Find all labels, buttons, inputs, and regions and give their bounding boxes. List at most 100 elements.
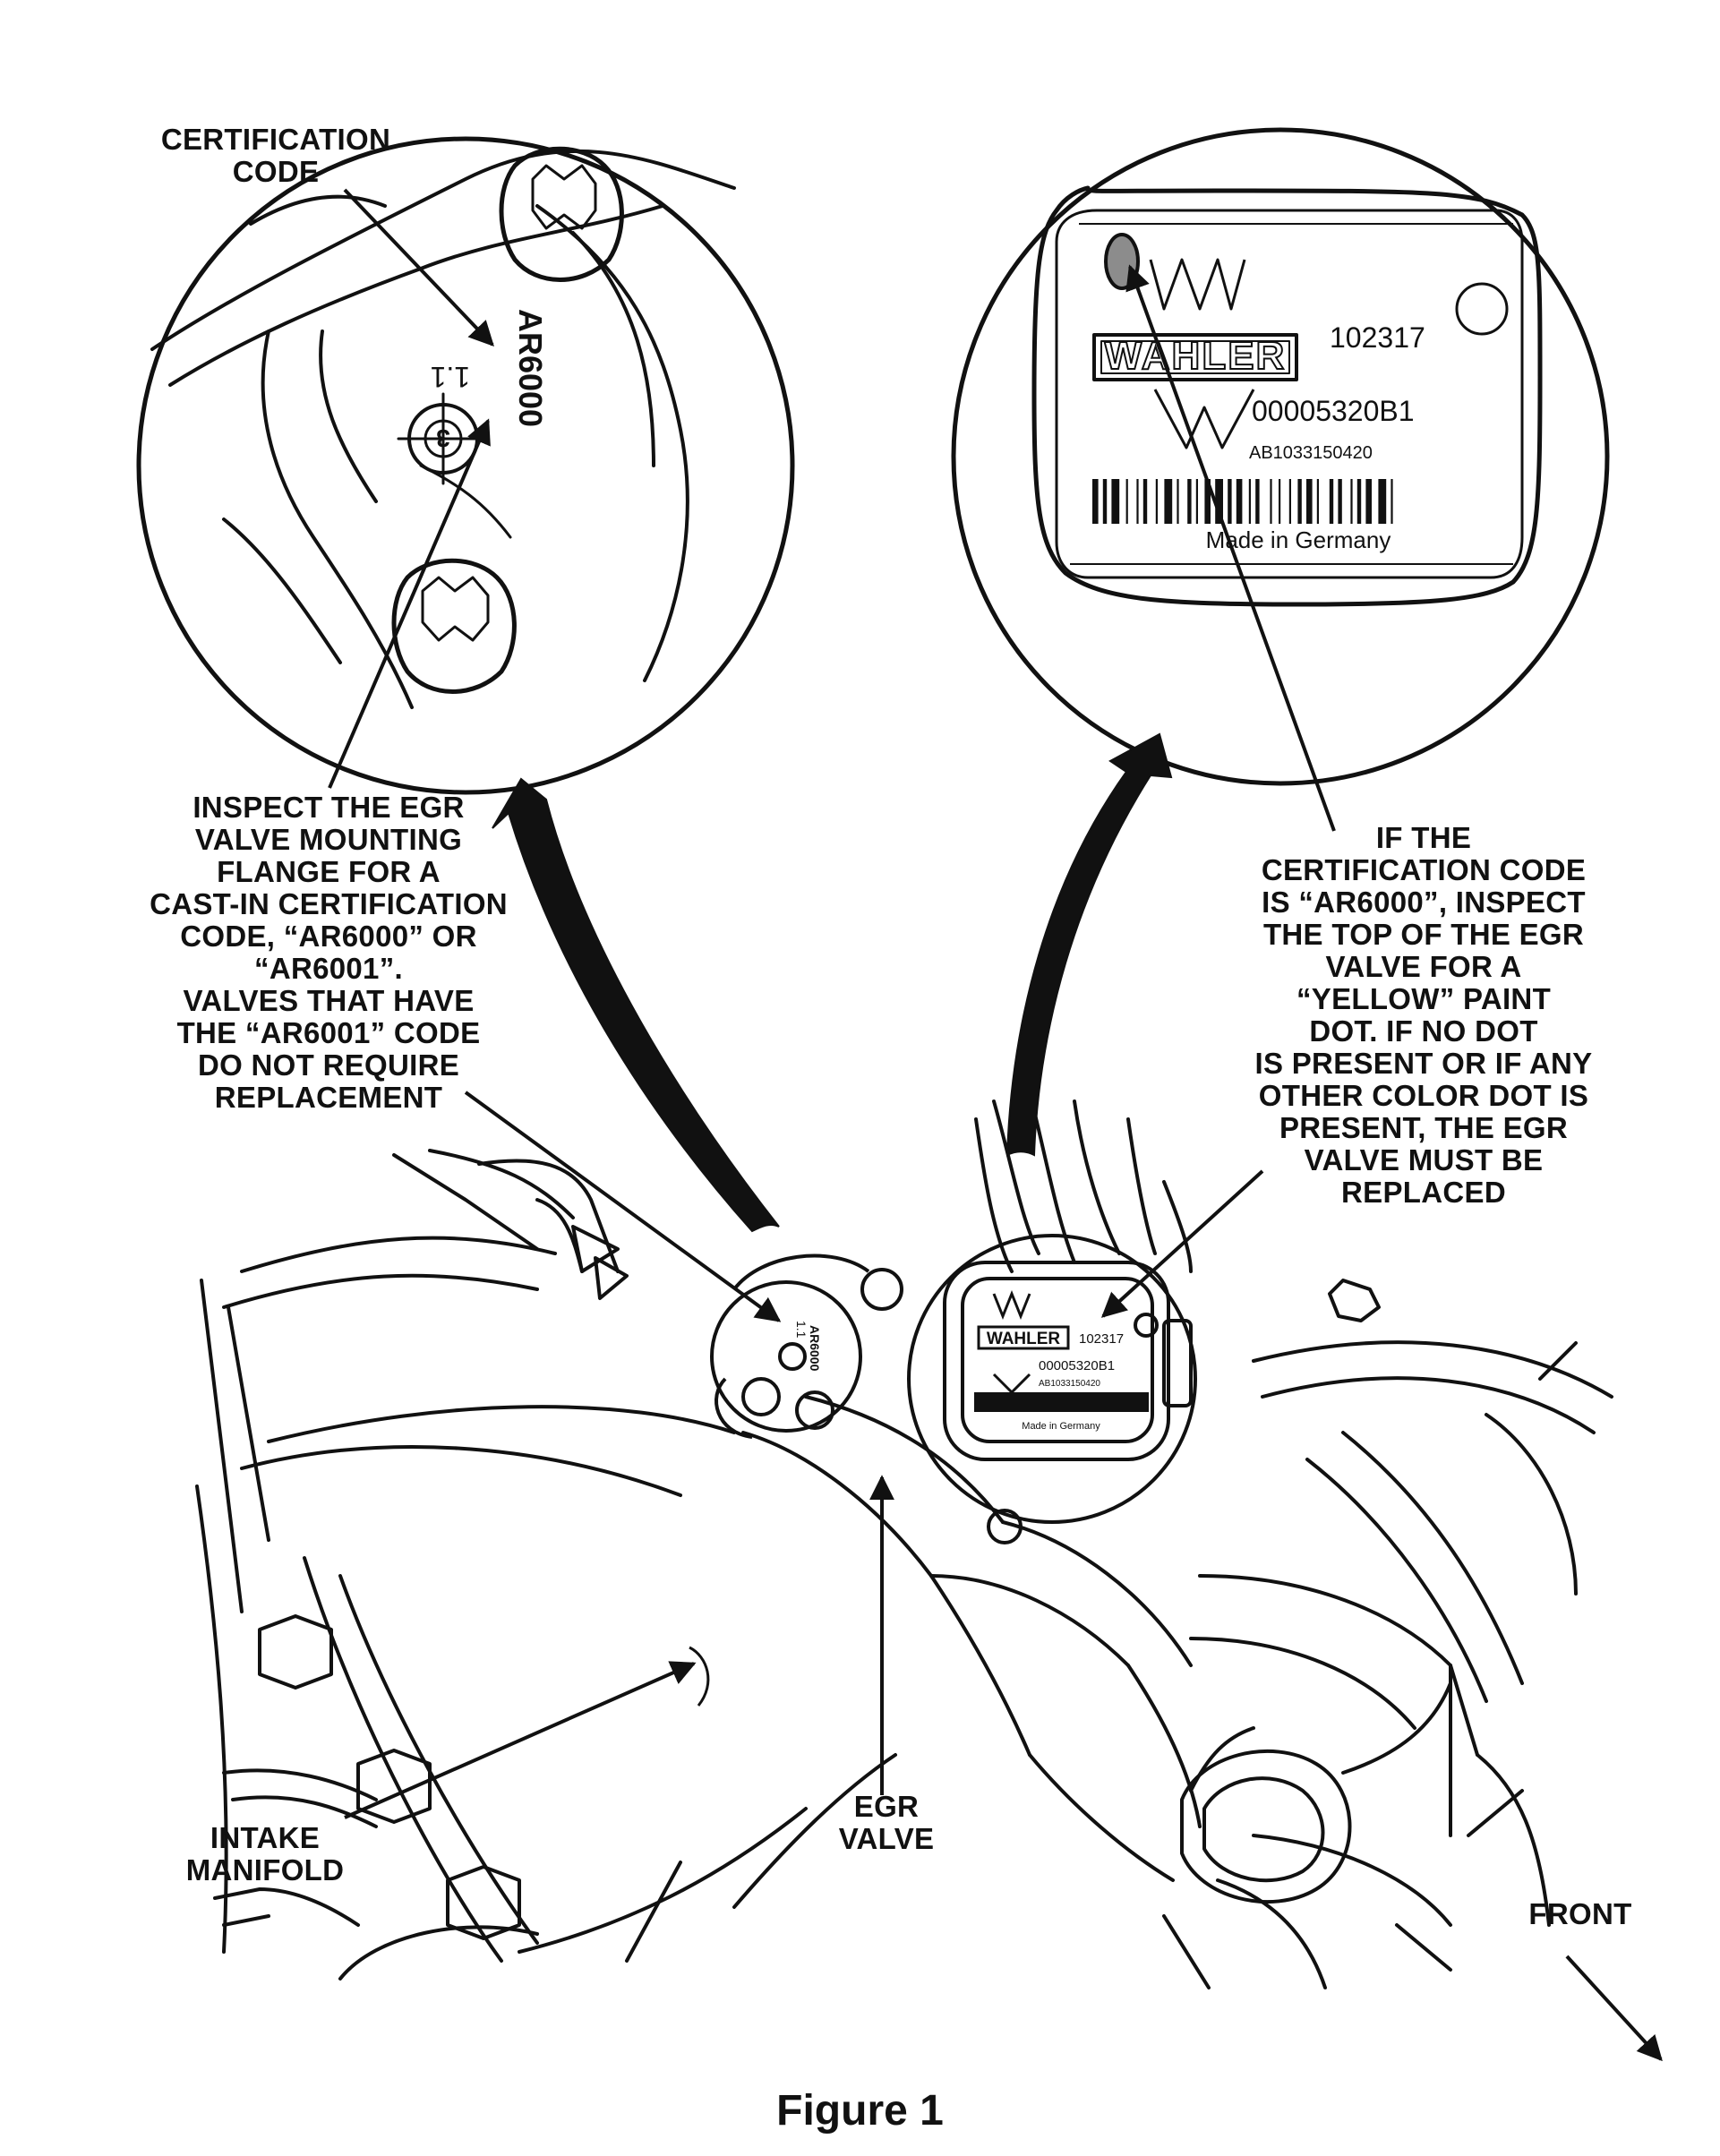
barcode-bar (1288, 479, 1291, 524)
barcode-bar (1297, 479, 1302, 524)
callout-line: IS PRESENT OR IF ANY (1254, 1047, 1593, 1080)
barcode-bar (1187, 479, 1192, 524)
intake-curl (689, 1646, 710, 1707)
callout-inspect-paint-dot: IF THE CERTIFICATION CODE IS “AR6000”, I… (1218, 822, 1630, 1209)
barcode-bar (1329, 479, 1334, 524)
small-barcode (974, 1392, 1149, 1412)
leader-front (1565, 1955, 1663, 2062)
barcode-bar (1391, 479, 1393, 524)
label-brand: WAHLER (1105, 334, 1287, 378)
callout-line: VALVE (838, 1822, 935, 1855)
callout-line: “YELLOW” PAINT (1296, 982, 1552, 1015)
flange-small-code: AR6000 (808, 1325, 822, 1372)
barcode-bar (1215, 479, 1223, 524)
callout-line: REPLACEMENT (214, 1081, 443, 1114)
barcode-bar (1204, 479, 1211, 524)
callout-certification-code: CERTIFICATION CODE (154, 124, 398, 188)
barcode-bar (1356, 479, 1362, 524)
callout-line: “AR6001”. (254, 952, 403, 985)
callout-line: FRONT (1528, 1897, 1632, 1930)
callout-line: CERTIFICATION CODE (1261, 853, 1587, 886)
egr-valve-body: WAHLER 102317 00005320B1 AB1033150420 Ma… (907, 1234, 1197, 1544)
barcode-bar (1279, 479, 1281, 524)
barcode-bar (1142, 479, 1148, 524)
label-origin: Made in Germany (1206, 526, 1391, 553)
callout-line: CODE, “AR6000” OR (180, 920, 477, 953)
barcode-bar (1125, 479, 1128, 524)
barcode-bar (1164, 479, 1173, 524)
barcode-bar (1136, 479, 1139, 524)
callout-line: DO NOT REQUIRE (197, 1048, 460, 1082)
label-serial: AB1033150420 (1249, 443, 1373, 463)
barcode-bar (1350, 479, 1353, 524)
flange-small-version: 1.1 (794, 1321, 809, 1339)
leader-label-inspect (1100, 1169, 1264, 1318)
label-barcode (1092, 479, 1393, 524)
label-number: 102317 (1330, 321, 1425, 354)
label-part-number: 00005320B1 (1252, 395, 1415, 427)
callout-line: VALVE MOUNTING (194, 823, 463, 856)
flange-cavity-number: 3 (436, 424, 450, 452)
barcode-bar (1195, 479, 1198, 524)
callout-line: THE “AR6001” CODE (176, 1016, 481, 1049)
callout-intake-manifold: INTAKE MANIFOLD (159, 1822, 371, 1886)
small-label-origin: Made in Germany (1022, 1421, 1100, 1432)
leader-flange-inspect-lower (464, 1091, 782, 1322)
callout-line: CAST-IN CERTIFICATION (150, 887, 508, 920)
callout-egr-valve: EGR VALVE (819, 1791, 954, 1855)
leader-certification-code (343, 188, 494, 347)
callout-line: PRESENT, THE EGR (1279, 1111, 1569, 1144)
callout-line: MANIFOLD (185, 1853, 345, 1886)
flange-version-mark: 1.1 (431, 361, 470, 393)
callout-line: REPLACED (1341, 1176, 1506, 1209)
callout-line: IF THE (1375, 821, 1472, 854)
barcode-bar (1338, 479, 1342, 524)
barcode-bar (1248, 479, 1251, 524)
callout-line: OTHER COLOR DOT IS (1258, 1079, 1589, 1112)
leader-flange-inspect (328, 418, 491, 789)
callout-line: DOT. IF NO DOT (1309, 1014, 1538, 1048)
callout-line: EGR (853, 1790, 920, 1823)
callout-line: THE TOP OF THE EGR (1262, 918, 1585, 951)
callout-front: FRONT (1509, 1898, 1652, 1930)
arrow-to-flange-view (492, 777, 780, 1233)
barcode-bar (1155, 479, 1158, 524)
leader-paint-dot (1125, 264, 1336, 832)
leader-intake-manifold (344, 1661, 697, 1819)
barcode-bar (1378, 479, 1387, 524)
callout-line: IS “AR6000”, INSPECT (1262, 886, 1586, 919)
barcode-bar (1177, 479, 1179, 524)
callout-line: INSPECT THE EGR (193, 791, 465, 824)
barcode-bar (1102, 479, 1108, 524)
small-label-number: 102317 (1079, 1331, 1124, 1347)
barcode-bar (1255, 479, 1260, 524)
callout-line: CODE (232, 155, 320, 188)
barcode-bar (1270, 479, 1272, 524)
callout-line: CERTIFICATION (160, 123, 391, 156)
barcode-bar (1365, 479, 1372, 524)
callout-line: FLANGE FOR A (217, 855, 441, 888)
callout-line: VALVES THAT HAVE (183, 984, 475, 1017)
callout-inspect-flange: INSPECT THE EGR VALVE MOUNTING FLANGE FO… (109, 791, 548, 1114)
leader-lines (328, 188, 1663, 2062)
engine-illustration (195, 1091, 1613, 1989)
callout-line: INTAKE (210, 1821, 321, 1854)
callout-line: VALVE MUST BE (1304, 1143, 1544, 1176)
small-label-brand: WAHLER (987, 1330, 1061, 1348)
barcode-bar (1306, 479, 1313, 524)
barcode-bar (1228, 479, 1232, 524)
figure-caption: Figure 1 (776, 2087, 944, 2135)
egr-flange-detail: AR6000 1.1 (710, 1253, 903, 1439)
label-magnified-view (951, 127, 1610, 786)
barcode-bar (1092, 479, 1099, 524)
barcode-bar (1316, 479, 1319, 524)
barcode-bar (1111, 479, 1120, 524)
flange-certification-code: AR6000 (512, 309, 549, 427)
flange-magnified-view (136, 136, 795, 795)
barcode-bar (1236, 479, 1243, 524)
arrow-to-label-view (1005, 732, 1173, 1157)
callout-line: VALVE FOR A (1325, 950, 1522, 983)
small-label-part: 00005320B1 (1039, 1358, 1115, 1373)
small-label-serial: AB1033150420 (1039, 1379, 1100, 1389)
